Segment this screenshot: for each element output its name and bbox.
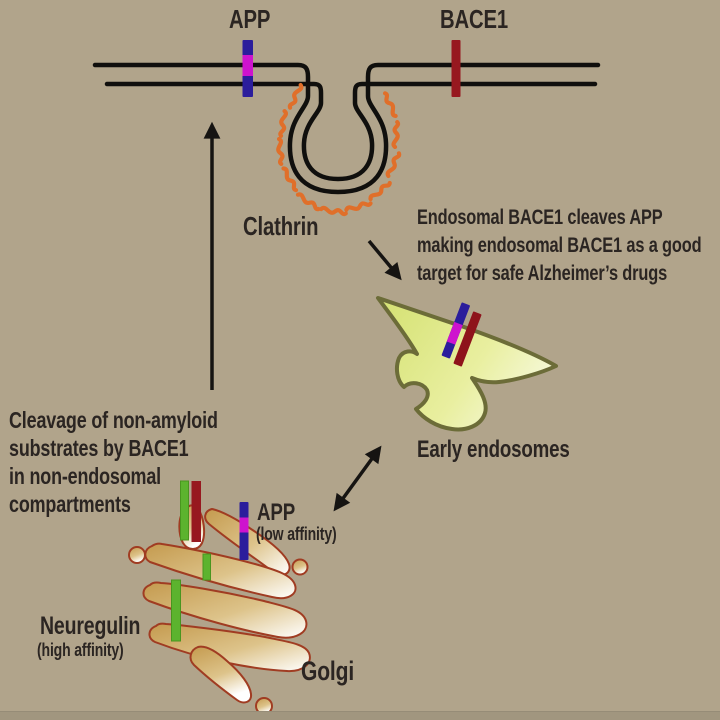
clathrin-chain-link bbox=[321, 207, 346, 215]
non-amyloid-cleavage-note: Cleavage of non-amyloid substrates by BA… bbox=[9, 406, 218, 518]
golgi-label: Golgi bbox=[301, 656, 355, 686]
neuregulin-affinity-label: (high affinity) bbox=[37, 640, 124, 660]
clathrin-coat bbox=[277, 84, 400, 215]
clathrin-label: Clathrin bbox=[243, 211, 319, 241]
golgi-app-affinity-label: (low affinity) bbox=[256, 524, 337, 544]
neuregulin-protein-bar bbox=[202, 553, 211, 581]
note-line: in non-endosomal bbox=[9, 463, 161, 489]
golgi-cisterna bbox=[189, 645, 253, 704]
early-endosomes-label: Early endosomes bbox=[417, 436, 570, 463]
bace1-protein-endosome bbox=[453, 311, 482, 367]
note-line: Cleavage of non-amyloid bbox=[9, 407, 218, 433]
note-line: substrates by BACE1 bbox=[9, 435, 189, 461]
clathrin-chain-link bbox=[393, 122, 399, 147]
golgi-vesicle bbox=[128, 546, 146, 564]
neuregulin-label: Neuregulin bbox=[40, 612, 141, 640]
plasma-membrane bbox=[92, 62, 601, 195]
bace1-protein-membrane bbox=[451, 40, 461, 97]
clathrin-chain-link bbox=[387, 152, 401, 176]
arrow-golgi-endosome-bidirectional bbox=[333, 445, 382, 512]
arrow-note-to-endosome bbox=[367, 239, 402, 281]
clathrin-chain-link bbox=[279, 111, 286, 136]
early-endosome bbox=[376, 296, 558, 432]
note-line: target for safe Alzheimer’s drugs bbox=[417, 262, 668, 285]
image-bottom-strip bbox=[0, 711, 720, 720]
clathrin-chain-link bbox=[277, 139, 283, 164]
app-protein-membrane bbox=[242, 40, 253, 97]
membrane-inner-leaflet bbox=[104, 81, 598, 182]
bace1-membrane-label: BACE1 bbox=[440, 4, 508, 34]
clathrin-chain-link bbox=[297, 193, 320, 210]
endosomal-bace1-note: Endosomal BACE1 cleaves APP making endos… bbox=[417, 204, 702, 288]
clathrin-chain-link bbox=[346, 201, 371, 211]
app-protein-golgi bbox=[239, 502, 249, 560]
clathrin-chain-link bbox=[383, 93, 397, 117]
golgi-app-label: APP bbox=[257, 499, 296, 526]
golgi-vesicle bbox=[291, 558, 309, 576]
note-line: compartments bbox=[9, 491, 131, 517]
golgi-proteins bbox=[171, 480, 249, 642]
neuregulin-protein-bar bbox=[171, 579, 181, 642]
app-protein-endosome bbox=[441, 302, 470, 359]
app-membrane-label: APP bbox=[229, 4, 271, 34]
note-line: making endosomal BACE1 as a good bbox=[417, 234, 702, 257]
neuregulin-protein-bar bbox=[180, 480, 189, 541]
golgi-cisterna bbox=[148, 622, 311, 673]
golgi-cisterna bbox=[144, 542, 297, 600]
early-endosome-body bbox=[376, 296, 558, 432]
bace1-protein-golgi bbox=[191, 481, 201, 542]
golgi-cisterna bbox=[142, 581, 308, 639]
clathrin-chain-link bbox=[289, 84, 303, 108]
note-line: Endosomal BACE1 cleaves APP bbox=[417, 206, 663, 229]
